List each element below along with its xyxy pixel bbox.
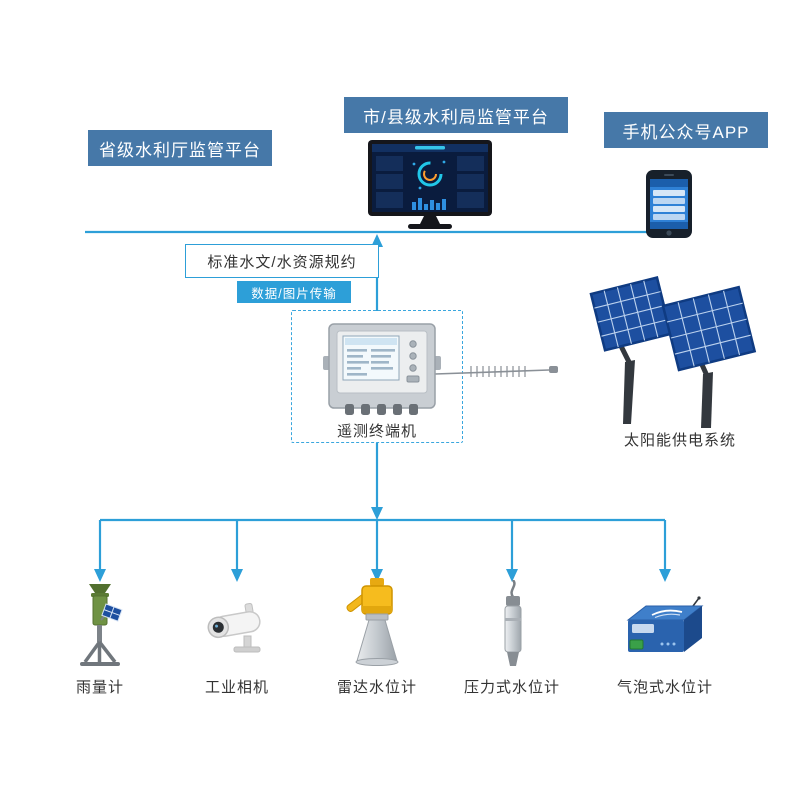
transmission-label-box: 数据/图片传输 (237, 281, 351, 303)
rtu-group-outline (291, 310, 463, 443)
rain-gauge-icon (80, 584, 123, 666)
city-county-platform-box: 市/县级水利局监管平台 (344, 97, 568, 133)
solar-panels-icon (589, 276, 757, 428)
phone-app-illustration (646, 170, 692, 238)
sensor-label-radar-gauge: 雷达水位计 (336, 679, 417, 696)
radar-gauge-icon (346, 578, 399, 666)
industrial-camera-illustration (204, 600, 270, 658)
sensor-label-industrial-camera: 工业相机 (204, 679, 269, 696)
monitor-dashboard-illustration (368, 140, 492, 232)
rtu-label: 遥测终端机 (336, 423, 417, 440)
mobile-app-box: 手机公众号APP (604, 112, 768, 148)
solar-label: 太阳能供电系统 (623, 432, 736, 449)
bubble-gauge-icon (626, 596, 704, 652)
solar-power-illustration (585, 266, 765, 431)
rtu-device-illustration (323, 322, 563, 417)
monitor-icon (368, 140, 492, 229)
rtu-terminal-icon (323, 323, 558, 415)
sensor-label-bubble-gauge: 气泡式水位计 (616, 679, 713, 696)
protocol-label-box: 标准水文/水资源规约 (185, 244, 379, 278)
camera-icon (207, 602, 261, 653)
rain-gauge-illustration (70, 584, 130, 672)
radar-level-gauge-illustration (342, 578, 412, 673)
sensor-label-pressure-gauge: 压力式水位计 (463, 679, 560, 696)
provincial-platform-box: 省级水利厅监管平台 (88, 130, 272, 166)
smartphone-icon (646, 170, 692, 238)
pressure-level-gauge-illustration (490, 580, 534, 674)
pressure-gauge-icon (504, 580, 522, 666)
bubble-level-gauge-illustration (622, 596, 708, 658)
sensor-label-rain-gauge: 雨量计 (75, 679, 124, 696)
